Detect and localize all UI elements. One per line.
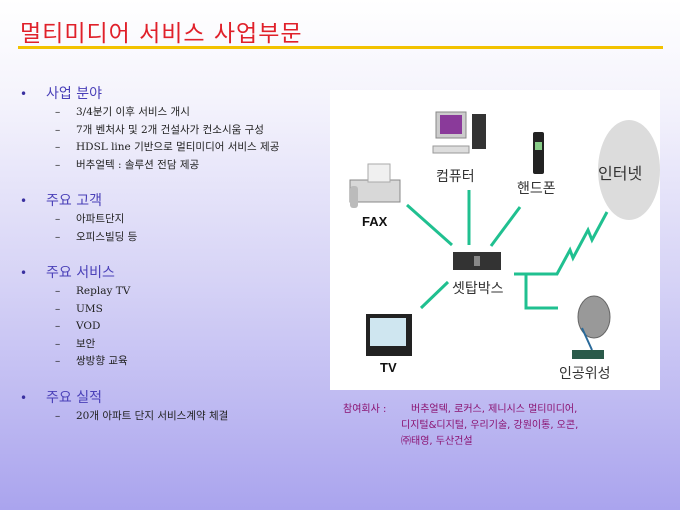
list-item: 아파트단지 (76, 213, 125, 225)
list-item: Replay TV (76, 285, 131, 297)
phone-icon (533, 132, 544, 174)
section-heading: 주요 실적 (46, 389, 102, 406)
title-underline (18, 46, 663, 49)
internet-label: 인터넷 (598, 164, 643, 183)
tv-link (419, 280, 450, 310)
internet-cloud (598, 120, 660, 220)
fax-label: FAX (362, 214, 388, 229)
section-customers: •주요 고객 –아파트단지 –오피스빌딩 등 (20, 193, 138, 243)
partners-line: 버추얼텍, 로커스, 제니시스 멀티미디어, (411, 404, 578, 415)
list-item: VOD (76, 320, 101, 332)
list-item: 7개 벤처사 및 2개 건설사가 컨소시움 구성 (76, 123, 264, 136)
computer-icon (432, 111, 486, 154)
list-item: 20개 아파트 단지 서비스계약 체결 (76, 409, 229, 422)
partners-line: ㈜태영, 두산건설 (401, 436, 473, 447)
page-title: 멀티미디어 서비스 사업부문 (20, 21, 303, 47)
phone-link (489, 206, 522, 247)
section-services: •주요 서비스 –Replay TV –UMS –VOD –보안 –쌍방향 교육 (20, 265, 131, 367)
partners-label: 참여회사 : (343, 404, 387, 415)
list-item: 버추얼텍 : 솔루션 전담 제공 (76, 158, 200, 171)
bullet-icon: • (20, 390, 28, 405)
fax-icon (349, 163, 401, 208)
list-item: 쌍방향 교육 (76, 355, 128, 367)
settop-box-icon (453, 252, 501, 270)
list-item: 보안 (76, 337, 96, 350)
list-item: 3/4분기 이후 서비스 개시 (76, 106, 190, 118)
list-item: HDSL line 기반으로 멀티미디어 서비스 제공 (76, 141, 280, 153)
computer-label: 컴퓨터 (436, 169, 475, 185)
section-business-area: •사업 분야 –3/4분기 이후 서비스 개시 –7개 벤처사 및 2개 건설사… (20, 86, 280, 171)
bullet-icon: • (20, 266, 28, 280)
internet-link (514, 211, 609, 276)
section-heading: 사업 분야 (46, 86, 102, 102)
fax-link (406, 203, 453, 247)
settop-label: 셋탑박스 (452, 281, 504, 297)
satellite-link (524, 274, 558, 310)
outline-list: •사업 분야 –3/4분기 이후 서비스 개시 –7개 벤처사 및 2개 건설사… (0, 84, 330, 442)
section-heading: 주요 고객 (46, 193, 102, 209)
partners-line: 디지털&디지털, 우리기술, 강원이통, 오콘, (401, 420, 579, 431)
satellite-label: 인공위성 (559, 366, 611, 382)
list-item: 오피스빌딩 등 (76, 230, 138, 243)
bullet-icon: • (20, 87, 28, 101)
section-achievements: •주요 실적 –20개 아파트 단지 서비스계약 체결 (20, 389, 229, 422)
phone-label: 핸드폰 (517, 181, 556, 197)
tv-label: TV (380, 360, 397, 375)
tv-icon (366, 314, 412, 356)
satellite-dish-icon (572, 295, 611, 359)
bullet-icon: • (20, 194, 28, 208)
section-heading: 주요 서비스 (46, 265, 115, 281)
list-item: UMS (76, 302, 103, 315)
network-diagram: 컴퓨터 핸드폰 인터넷 FAX 셋탑박스 TV 인공위성 (330, 90, 660, 390)
